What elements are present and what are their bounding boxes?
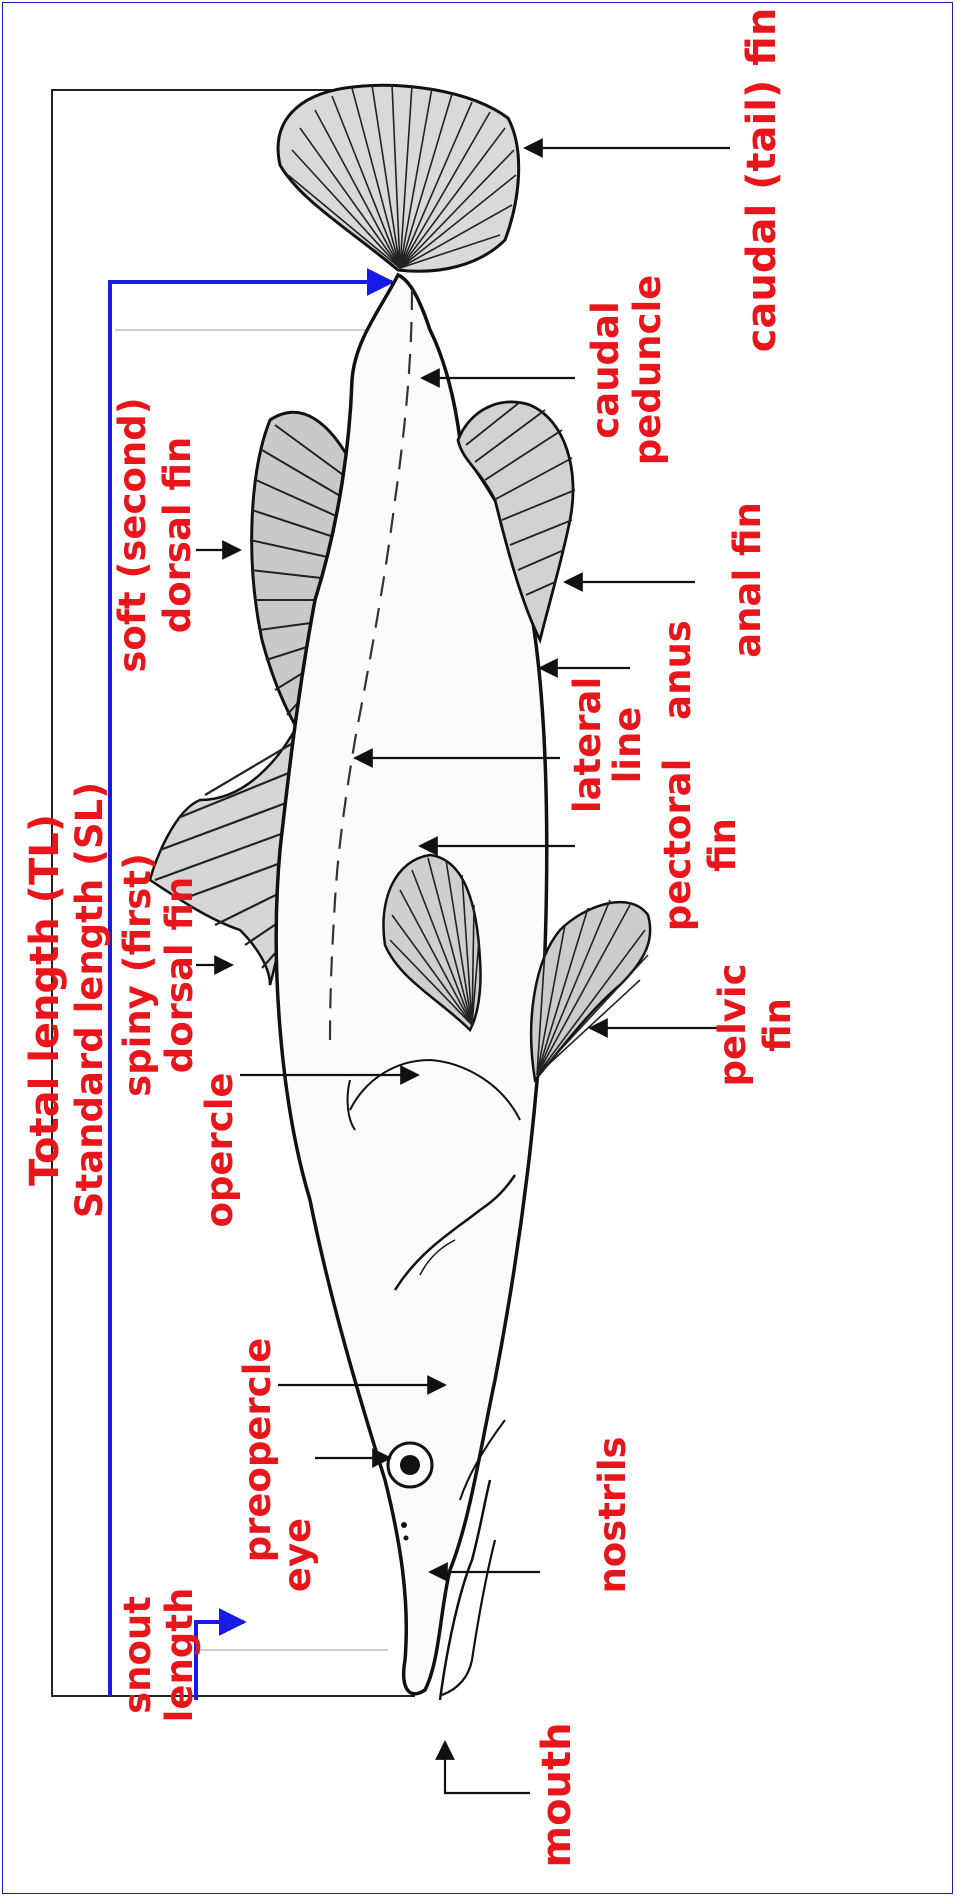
soft-dorsal-fin-label-1: soft (second) [111, 397, 154, 672]
caudal-fin-label: caudal (tail) fin [739, 8, 785, 353]
anus-label: anus [656, 620, 699, 720]
snout-label: snout [116, 1596, 159, 1714]
opercle-label: opercle [198, 1073, 241, 1228]
standard-length-label: Standard length (SL) [68, 782, 111, 1218]
pelvic-fin-label-1: pelvic [711, 964, 754, 1087]
pectoral-fin-label-1: pectoral [656, 759, 699, 932]
lateral-line-label-2: line [606, 707, 649, 784]
spiny-dorsal-fin-label-1: spiny (first) [116, 853, 159, 1097]
snout-length-line [196, 1622, 244, 1700]
eye-label: eye [276, 1518, 319, 1592]
mouth-arrow [445, 1742, 530, 1793]
caudal-peduncle-label-2: peduncle [626, 275, 669, 465]
pectoral-fin-label-2: fin [701, 818, 744, 872]
pelvic-fin [531, 900, 650, 1080]
total-length-label: Total length (TL) [22, 814, 68, 1186]
nostrils-label: nostrils [591, 1436, 634, 1593]
soft-dorsal-fin-label-2: dorsal fin [156, 437, 199, 633]
caudal-fin [278, 84, 519, 271]
caudal-peduncle-label-1: caudal [584, 301, 627, 438]
preopercle-label: preopercle [236, 1338, 279, 1563]
snout-length-label: length [158, 1588, 201, 1723]
mouth-label: mouth [534, 1722, 580, 1867]
anal-fin-label: anal fin [726, 502, 769, 658]
lateral-line-label-1: lateral [566, 677, 609, 813]
pelvic-fin-label-2: fin [756, 998, 799, 1052]
spiny-dorsal-fin-label-2: dorsal fin [158, 877, 201, 1073]
